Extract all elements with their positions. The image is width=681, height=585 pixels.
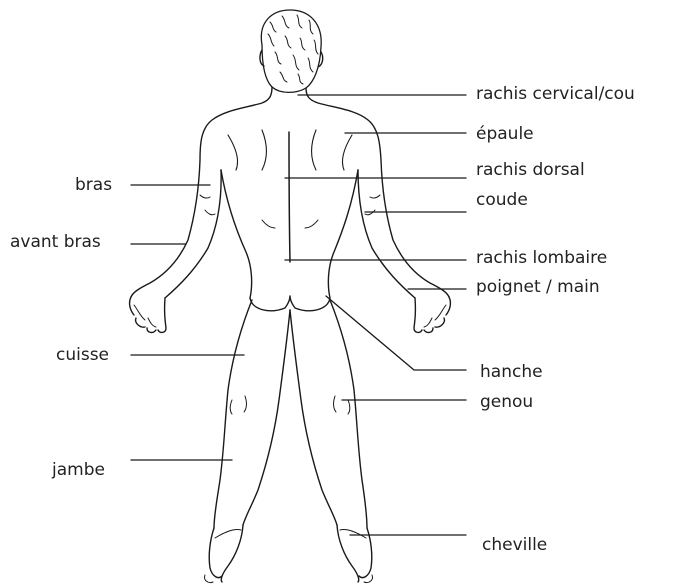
label-rachis-lombaire: rachis lombaire	[476, 248, 607, 268]
label-bras: bras	[75, 175, 112, 195]
label-genou: genou	[480, 392, 533, 412]
head	[260, 10, 323, 92]
label-coude: coude	[476, 190, 528, 210]
label-avant-bras: avant bras	[10, 232, 101, 252]
label-rachis-cervical: rachis cervical/cou	[476, 84, 635, 104]
label-hanche: hanche	[480, 362, 543, 382]
hips-and-legs	[205, 296, 373, 583]
label-cheville: cheville	[482, 535, 547, 555]
label-rachis-dorsal: rachis dorsal	[476, 160, 585, 180]
label-poignet-main: poignet / main	[476, 277, 600, 297]
label-cuisse: cuisse	[56, 345, 109, 365]
label-epaule: épaule	[476, 124, 534, 144]
label-jambe: jambe	[52, 460, 105, 480]
